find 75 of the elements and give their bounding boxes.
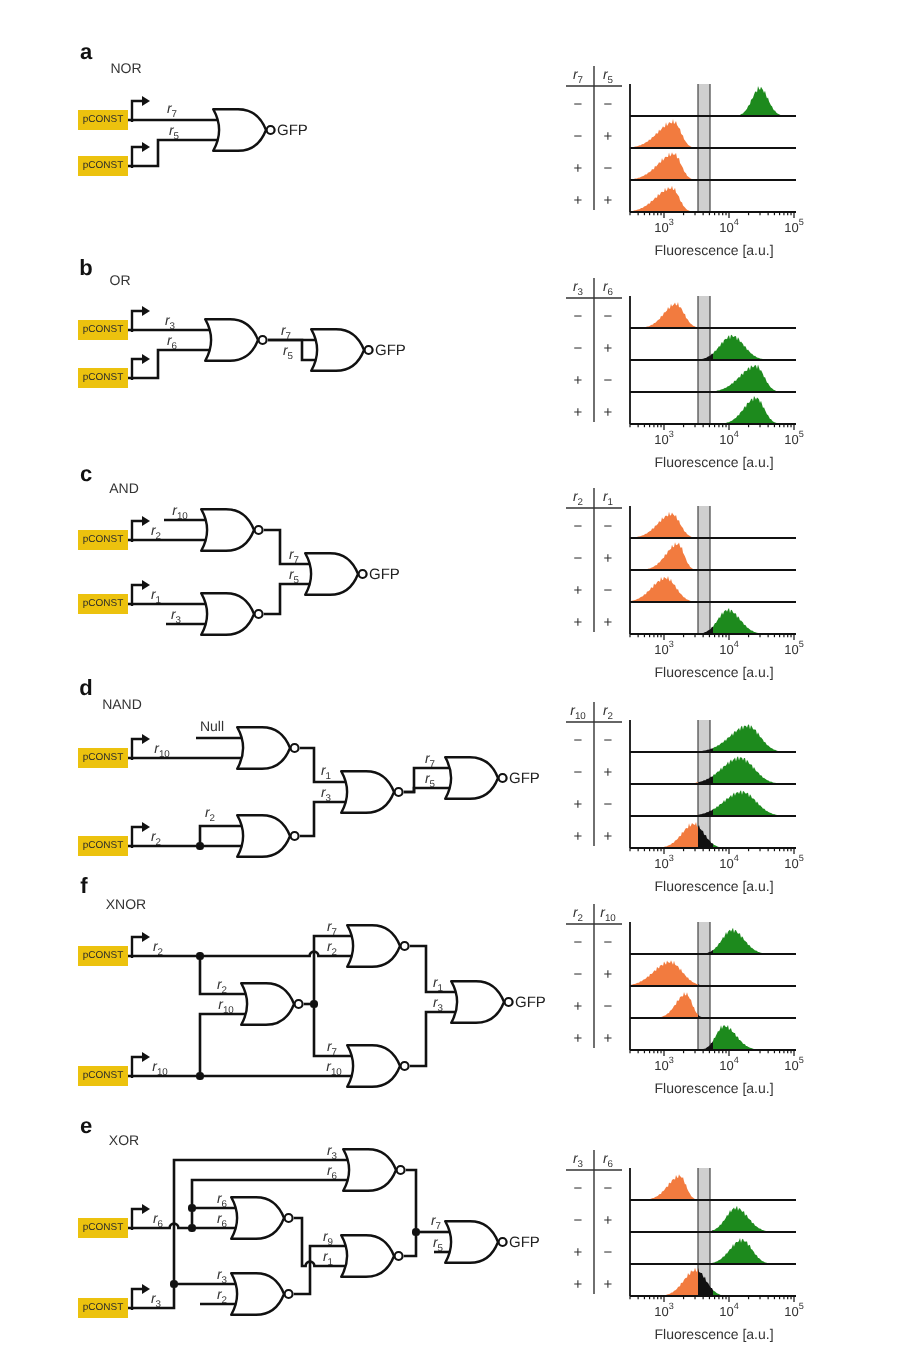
nor-gate (230, 1196, 294, 1240)
wire (128, 138, 218, 168)
wire (128, 1222, 189, 1230)
nor-gate (450, 980, 514, 1024)
wire (294, 1244, 346, 1296)
nor-gate (200, 592, 264, 636)
wire (177, 1282, 236, 1286)
wire (294, 1216, 346, 1268)
wire (128, 954, 197, 958)
panel-letter: d (79, 679, 93, 701)
wire (203, 950, 352, 958)
wire (128, 118, 218, 122)
wire (198, 824, 242, 843)
nor-gate (340, 1234, 404, 1278)
panel-letter: e (79, 1117, 93, 1139)
junction-dot (170, 1280, 178, 1288)
junction-dot (412, 1228, 420, 1236)
nor-gate (204, 318, 268, 362)
wire (128, 328, 210, 332)
wire (198, 959, 246, 996)
nor-gate (304, 552, 368, 596)
wire (419, 1230, 450, 1234)
wire (128, 1074, 197, 1078)
nor-gate (230, 1272, 294, 1316)
nor-gate (444, 756, 508, 800)
nor-gate (346, 1044, 410, 1088)
nor-gate (240, 982, 304, 1026)
wire (128, 844, 197, 848)
junction-dot (196, 952, 204, 960)
wire (196, 736, 242, 740)
wire (264, 582, 310, 616)
wire (128, 538, 206, 542)
nor-gate (236, 814, 300, 858)
wire (300, 800, 346, 838)
wire (404, 786, 450, 794)
wire (264, 528, 310, 566)
wire (190, 1178, 348, 1205)
junction-dot (188, 1204, 196, 1212)
wire (312, 934, 352, 1001)
panel-letter: c (79, 465, 93, 487)
nor-gate (236, 726, 300, 770)
wire (195, 1206, 236, 1210)
junction-dot (196, 1072, 204, 1080)
wire (128, 1287, 176, 1310)
panel-letter: a (79, 43, 93, 65)
nor-gate (340, 770, 404, 814)
wire (164, 518, 206, 522)
wire (166, 622, 206, 626)
nor-gate (310, 328, 374, 372)
wire (406, 1168, 418, 1229)
wire (128, 756, 242, 760)
nor-gate (346, 924, 410, 968)
nor-gate (200, 508, 264, 552)
wire (410, 1010, 456, 1068)
junction-dot (188, 1224, 196, 1232)
nor-gate (212, 108, 276, 152)
wire (300, 746, 346, 784)
wire (128, 602, 206, 606)
panel-letter: f (80, 877, 88, 899)
wire (203, 844, 242, 848)
junction-dot (310, 1000, 318, 1008)
wire (172, 1158, 348, 1281)
wire (128, 348, 210, 380)
wire (404, 1235, 418, 1258)
wire (410, 944, 456, 994)
wire (198, 1012, 246, 1073)
wire (195, 1226, 236, 1230)
nor-gate (444, 1220, 508, 1264)
wire (203, 1074, 352, 1078)
wire (200, 1302, 236, 1306)
wire (268, 338, 316, 362)
panel-letter: b (79, 259, 93, 281)
junction-dot (196, 842, 204, 850)
nor-gate (342, 1148, 406, 1192)
wire (312, 1007, 352, 1058)
